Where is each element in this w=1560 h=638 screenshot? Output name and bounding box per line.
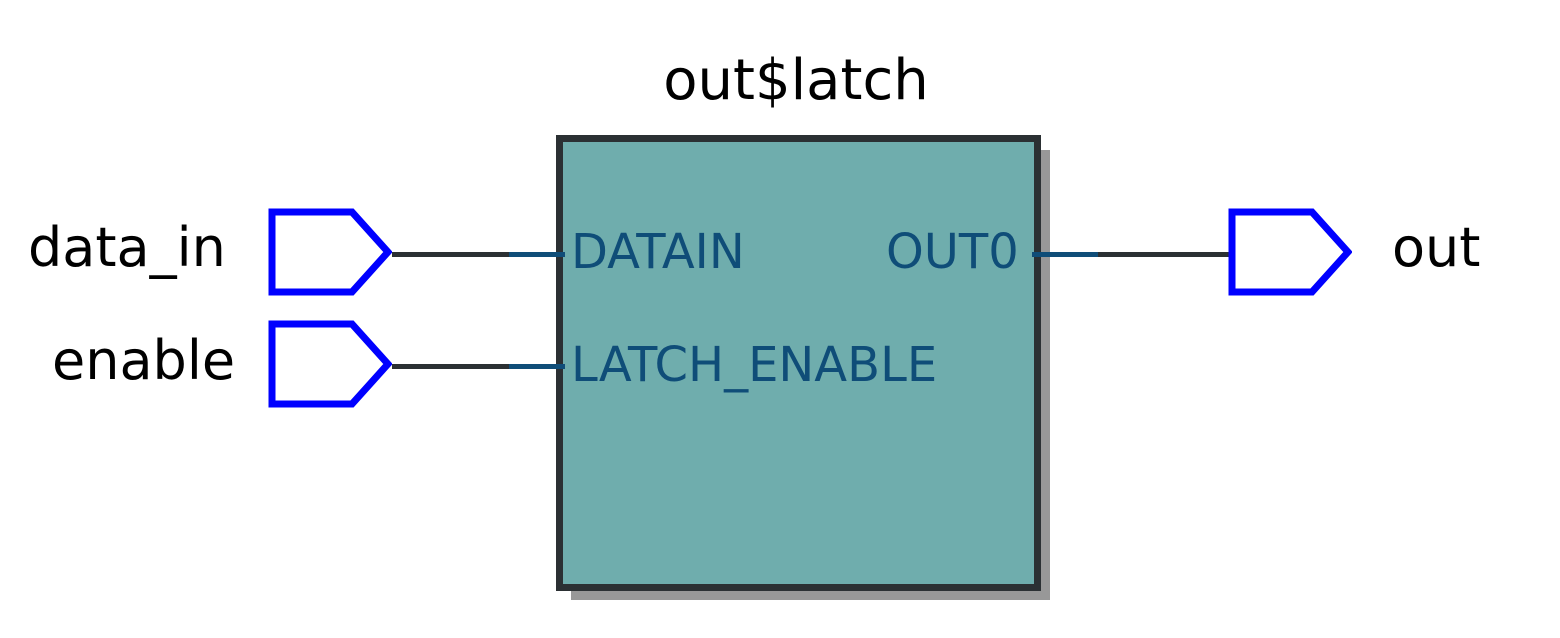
module-instance-name: out$latch	[663, 48, 929, 113]
pentagon-outline-icon	[1228, 208, 1352, 296]
port-symbol-enable[interactable]	[268, 320, 392, 408]
pentagon-outline-icon	[268, 320, 392, 408]
pin-label-latch-enable: LATCH_ENABLE	[571, 337, 938, 393]
module-block[interactable]	[556, 135, 1041, 591]
port-symbol-out[interactable]	[1228, 208, 1352, 296]
signal-label-enable: enable	[52, 329, 236, 392]
wire-enable	[392, 364, 514, 369]
port-symbol-data-in[interactable]	[268, 208, 392, 296]
wire-out	[1098, 252, 1234, 257]
pentagon-outline-icon	[268, 208, 392, 296]
signal-label-data-in: data_in	[28, 216, 226, 279]
pin-label-out0: OUT0	[886, 224, 1019, 280]
signal-label-out: out	[1392, 216, 1481, 279]
pin-label-datain: DATAIN	[571, 224, 745, 280]
wire-out-segment	[1032, 252, 1102, 257]
wire-data-in	[392, 252, 514, 257]
wire-enable-segment	[509, 364, 565, 369]
wire-data-in-segment	[509, 252, 565, 257]
